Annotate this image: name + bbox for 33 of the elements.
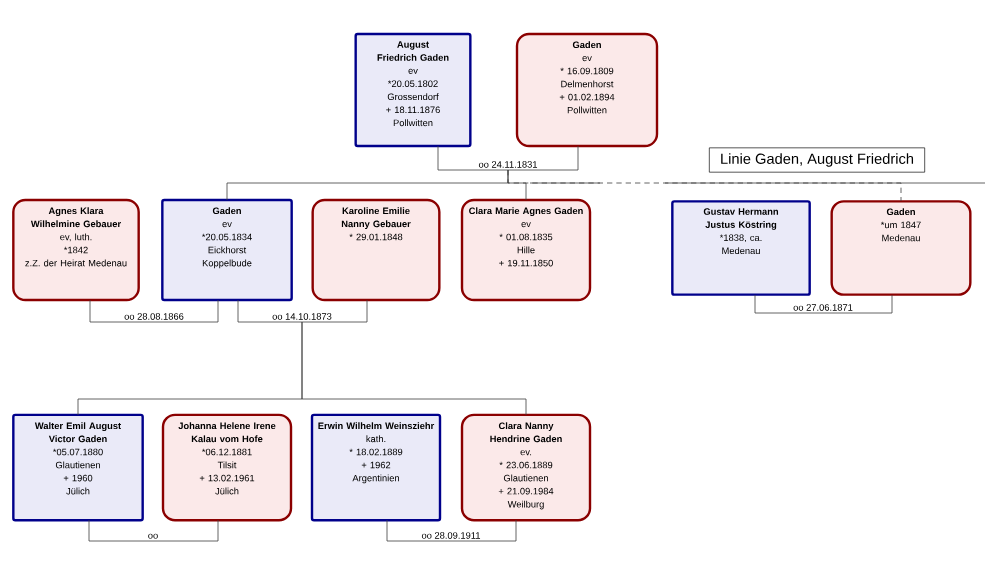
marriage-label: oo 24.11.1831	[478, 161, 538, 168]
marriage-bracket	[437, 145, 509, 171]
marriage-bracket	[386, 519, 452, 542]
marriage-label: oo	[148, 533, 158, 539]
person-box: Johanna Helene Irene Kalau vom Hofe *06.12.1881 Tilsit + 13.02.1961 Jülich	[161, 413, 293, 522]
person-box: Agnes Klara Wilhelmine Gebauer ev, luth. *1842 z.Z. der Heirat Medenau	[12, 198, 140, 302]
marriage-bracket	[754, 294, 824, 314]
marriage-label: oo 27.06.1871	[793, 304, 853, 311]
marriage-bracket	[153, 299, 219, 323]
person-box: August Friedrich Gaden ev *20.05.1802 Grossendorf + 18.11.1876 Pollwitten	[354, 32, 472, 148]
marriage-bracket	[237, 299, 303, 323]
descent-line	[507, 169, 902, 202]
marriage-bracket	[88, 519, 154, 542]
person-box: Clara Nanny Hendrine Gaden ev. * 23.06.1889 Glautienen + 21.09.1984 Weilburg	[460, 413, 592, 522]
person-box: Gaden ev *20.05.1834 Eickhorst Koppelbude	[161, 198, 293, 302]
title-box: Linie Gaden, August Friedrich	[709, 147, 926, 173]
descent-line	[301, 321, 527, 416]
marriage-bracket	[89, 299, 155, 323]
marriage-bracket	[152, 519, 219, 542]
marriage-label: oo 28.09.1911	[421, 532, 481, 539]
marriage-label: oo 14.10.1873	[272, 313, 332, 320]
person-box: Karoline Emilie Nanny Gebauer * 29.01.1848	[311, 198, 441, 302]
person-box: Erwin Wilhelm Weinsziehr kath. * 18.02.1889 + 1962 Argentinien	[310, 413, 442, 522]
marriage-bracket	[507, 145, 579, 171]
person-box: Gaden ev * 16.09.1809 Delmenhorst + 01.02.1894 Pollwitten	[515, 32, 659, 148]
marriage-bracket	[450, 519, 517, 542]
person-box: Gustav Hermann Justus Köstring *1838, ca. Medenau	[671, 200, 811, 296]
marriage-bracket	[301, 299, 368, 323]
marriage-bracket	[822, 294, 893, 314]
person-box: Clara Marie Agnes Gaden ev * 01.08.1835 Hille + 19.11.1850	[460, 198, 592, 302]
marriage-label: oo 28.08.1866	[124, 313, 184, 320]
person-box: Gaden *um 1847 Medenau	[830, 200, 972, 296]
person-box: Walter Emil August Victor Gaden *05.07.1880 Glautienen + 1960 Jülich	[12, 413, 144, 522]
